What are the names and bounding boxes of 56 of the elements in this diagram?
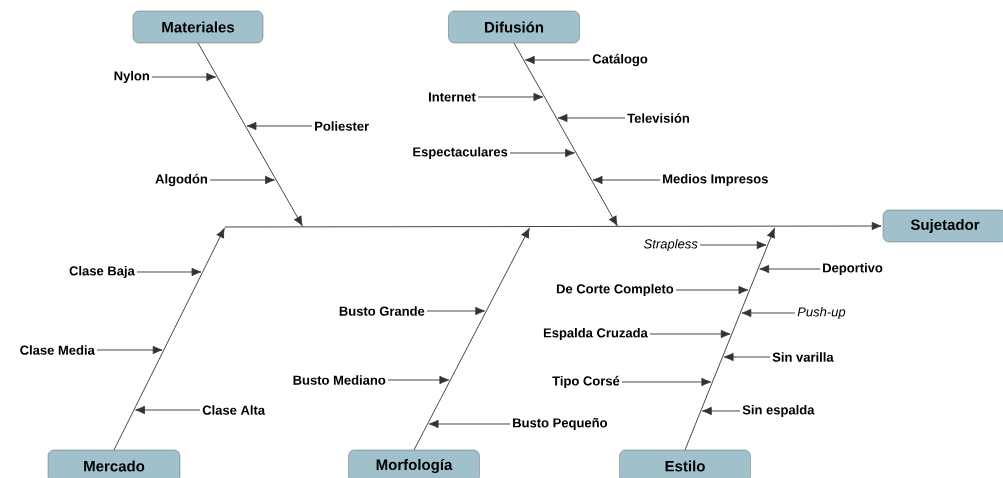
cause-label: Push-up bbox=[797, 306, 846, 320]
bone-arrow bbox=[413, 228, 530, 451]
cause-label: Clase Baja bbox=[69, 265, 135, 279]
arrow bbox=[741, 308, 796, 318]
cause-label: Televisión bbox=[627, 113, 689, 123]
arrow bbox=[557, 113, 626, 123]
arrow bbox=[151, 72, 217, 82]
arrow bbox=[621, 377, 712, 387]
cause-label: Busto Grande bbox=[339, 306, 425, 316]
bone-arrow bbox=[513, 42, 618, 226]
cause-label: Busto Mediano bbox=[293, 375, 386, 385]
cause-label: Internet bbox=[429, 92, 476, 102]
spine-arrow bbox=[224, 221, 882, 231]
arrow bbox=[702, 406, 741, 416]
cause-label: Sin espalda bbox=[742, 404, 815, 418]
cause-label: Nylon bbox=[114, 70, 149, 84]
cause-label: Catálogo bbox=[592, 53, 648, 67]
arrow bbox=[477, 92, 544, 102]
arrow bbox=[135, 405, 201, 415]
category-box: Mercado bbox=[47, 449, 181, 478]
category-box: Morfología bbox=[348, 449, 480, 478]
cause-label: Espalda Cruzada bbox=[543, 327, 648, 341]
cause-label: Deportivo bbox=[823, 262, 883, 276]
cause-label: Sin varilla bbox=[772, 352, 834, 362]
arrow bbox=[387, 375, 450, 385]
cause-label: Tipo Corsé bbox=[552, 375, 620, 389]
bone-arrow bbox=[684, 228, 775, 451]
bone-arrow bbox=[197, 42, 303, 226]
category-box: Difusión bbox=[448, 10, 580, 44]
arrow bbox=[426, 306, 486, 316]
arrow bbox=[699, 240, 767, 250]
cause-label: Medios Impresos bbox=[663, 173, 768, 187]
arrow bbox=[246, 121, 313, 131]
arrow bbox=[428, 419, 511, 429]
arrow bbox=[524, 55, 591, 65]
category-box: Sujetador bbox=[882, 209, 1003, 243]
cause-label: De Corte Completo bbox=[556, 283, 674, 297]
arrow bbox=[509, 148, 575, 158]
cause-label: Poliester bbox=[315, 121, 369, 131]
category-box: Estilo bbox=[619, 449, 751, 478]
arrow bbox=[649, 329, 731, 339]
cause-label: Algodón bbox=[155, 173, 207, 187]
arrow bbox=[209, 175, 275, 185]
cause-label: Clase Media bbox=[20, 345, 95, 355]
bone-arrow bbox=[113, 228, 225, 451]
cause-label: Strapless bbox=[644, 238, 698, 252]
arrow bbox=[96, 345, 163, 355]
arrow bbox=[592, 175, 661, 185]
cause-label: Busto Pequeño bbox=[513, 417, 608, 430]
arrow bbox=[723, 352, 771, 362]
arrow bbox=[675, 285, 749, 295]
category-box: Materiales bbox=[132, 10, 264, 44]
arrow bbox=[136, 267, 202, 277]
cause-label: Espectaculares bbox=[413, 146, 508, 160]
arrow bbox=[759, 264, 821, 274]
cause-label: Clase Alta bbox=[202, 405, 266, 415]
